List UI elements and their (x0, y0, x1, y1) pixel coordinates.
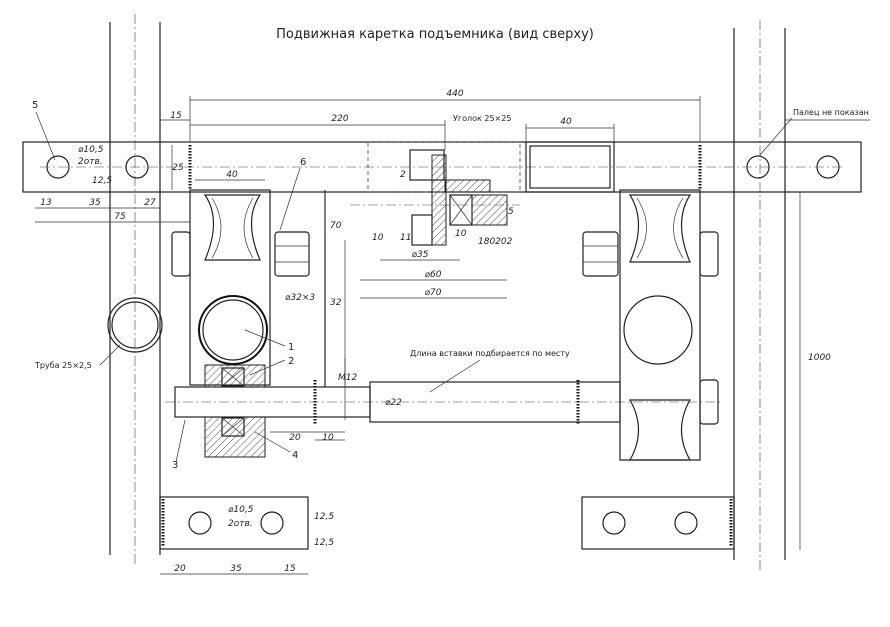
dim-70: ⌀70 (425, 288, 442, 298)
dim-12-5-top: 12,5 (92, 176, 112, 186)
dim-35-top: 35 (89, 198, 101, 208)
dim-12-5a: 12,5 (314, 512, 334, 522)
drawing-title: Подвижная каретка подъемника (вид сверху… (276, 27, 594, 42)
dim-22: ⌀22 (385, 398, 402, 408)
left-guide-pipe (109, 14, 161, 565)
dim-180202: 180202 (478, 237, 513, 247)
dim-15: 15 (170, 111, 182, 121)
dim-2otv-bot: 2отв. (228, 519, 253, 529)
right-carriage (582, 189, 719, 461)
dim-32v: 32 (330, 298, 342, 308)
dim-10-5-top: ⌀10,5 (78, 145, 104, 155)
callout-3: 3 (172, 460, 178, 471)
left-carriage (165, 189, 720, 458)
callout-1: 1 (288, 342, 294, 353)
side-pipe (107, 297, 163, 353)
dim-m12: M12 (338, 373, 357, 383)
bottom-plate-right (581, 496, 735, 550)
right-guide-pipe (733, 20, 786, 570)
dim-440: 440 (446, 89, 463, 99)
dim-1000: 1000 (808, 353, 831, 363)
callout-4: 4 (292, 450, 298, 461)
callout-5: 5 (32, 100, 38, 111)
dim-10-5-bot: ⌀10,5 (228, 505, 254, 515)
dim-60: ⌀60 (425, 270, 442, 280)
dim-20-bot: 20 (174, 564, 186, 574)
label-finger: Палец не показан (793, 108, 869, 117)
label-insert: Длина вставки подбирается по месту (410, 349, 570, 358)
label-pipe: Труба 25×2,5 (34, 361, 92, 370)
dim-40-left: 40 (226, 170, 238, 180)
dim-10b: 10 (455, 229, 467, 239)
dim-11: 11 (400, 233, 411, 243)
dim-40-top: 40 (560, 117, 572, 127)
dim-27: 27 (144, 198, 156, 208)
dim-20: 20 (289, 433, 301, 443)
dim-25: 25 (172, 163, 184, 173)
dim-2otv-top: 2отв. (78, 157, 103, 167)
insert-pipe (369, 359, 621, 425)
dim-35-bot: 35 (230, 564, 242, 574)
dim-15-bot: 15 (284, 564, 296, 574)
dim-2: 2 (400, 170, 406, 180)
dimension-lines (35, 96, 870, 575)
dim-32x3: ⌀32×3 (285, 293, 315, 303)
dim-70v: 70 (330, 221, 342, 231)
dim-10a: 10 (372, 233, 384, 243)
dim-35: ⌀35 (412, 250, 429, 260)
finger-detail (350, 149, 520, 246)
callout-6: 6 (300, 157, 306, 168)
dim-75: 75 (114, 212, 126, 222)
dim-5: 5 (508, 207, 514, 217)
label-angle: Уголок 25×25 (453, 114, 511, 123)
dim-13: 13 (40, 198, 52, 208)
dim-10c: 10 (322, 433, 334, 443)
angle-iron-section (367, 141, 615, 193)
callout-2: 2 (288, 356, 294, 367)
dim-220: 220 (331, 114, 348, 124)
dim-12-5b: 12,5 (314, 538, 334, 548)
bottom-plate-left (159, 496, 309, 550)
